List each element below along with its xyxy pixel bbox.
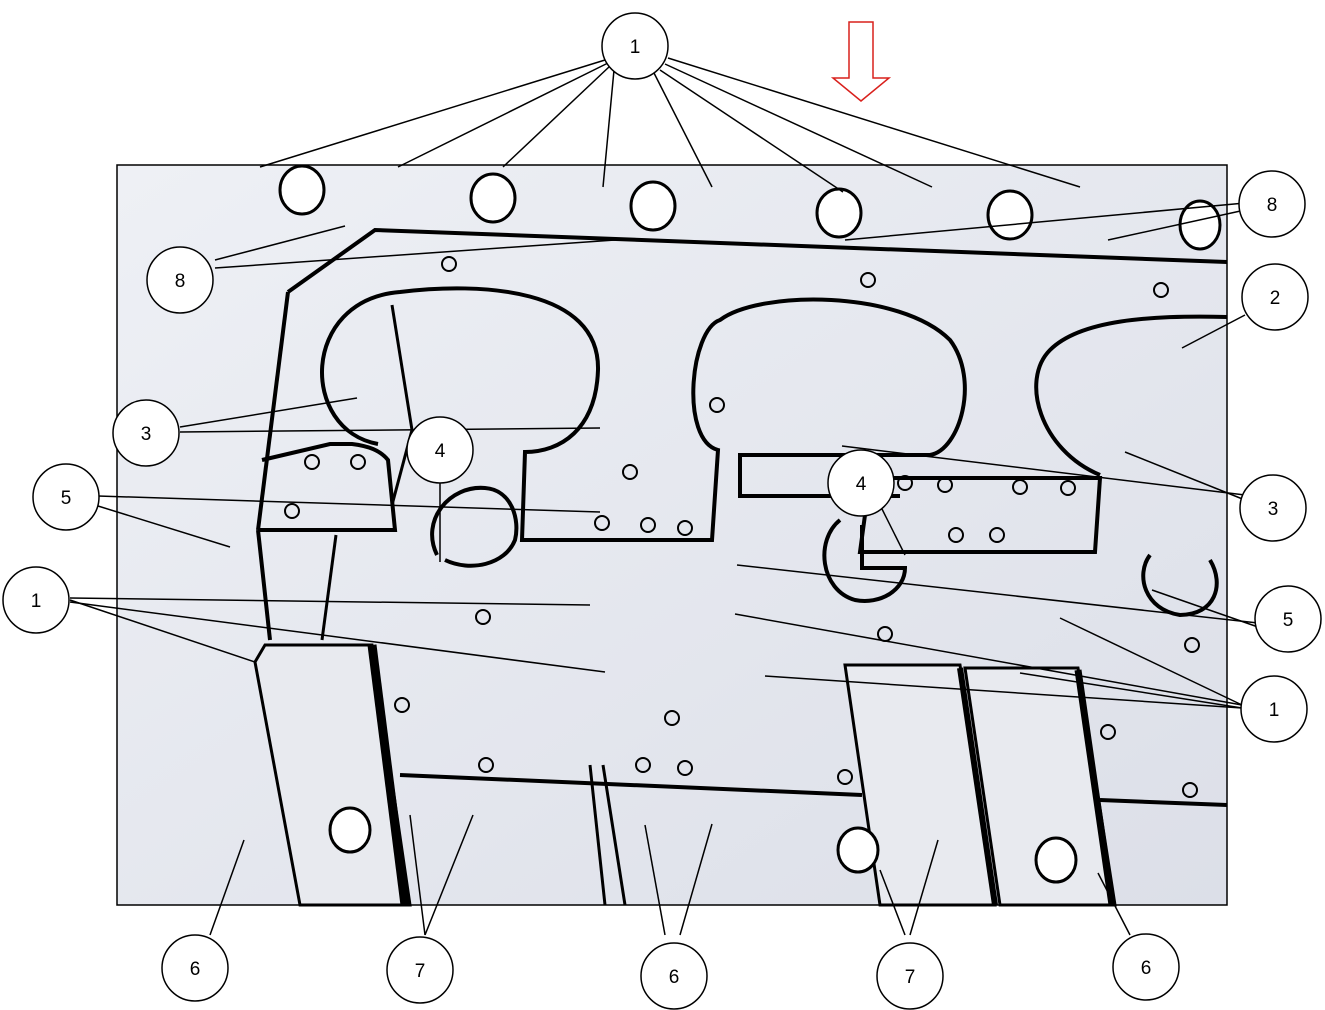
svg-text:5: 5 [61, 488, 72, 509]
vertical-post [256, 529, 272, 641]
callout-7-b: 7 [876, 942, 944, 1010]
svg-text:6: 6 [669, 967, 680, 988]
leader-lines [69, 57, 1259, 936]
center-rod [588, 764, 627, 906]
screw-icons [284, 256, 1200, 798]
knob-icons [278, 164, 1222, 884]
knob-icon [1034, 836, 1078, 884]
callout-1-top: 1 [601, 12, 669, 80]
svg-text:7: 7 [415, 961, 426, 982]
callout-7-a: 7 [386, 936, 454, 1004]
svg-text:3: 3 [141, 424, 152, 445]
callout-3-left: 3 [112, 399, 180, 467]
callout-4-left: 4 [406, 416, 474, 484]
knob-icon [815, 187, 863, 239]
left-plate-edge [256, 291, 290, 531]
callout-2: 2 [1241, 263, 1309, 331]
callout-5-left: 5 [32, 463, 100, 531]
svg-text:6: 6 [190, 959, 201, 980]
callout-8-right: 8 [1238, 170, 1306, 238]
vertical-post-2 [320, 534, 338, 641]
knob-icon [328, 806, 372, 854]
bracket-middle [843, 663, 998, 907]
svg-text:6: 6 [1141, 958, 1152, 979]
callout-4-right: 4 [827, 449, 895, 517]
bracket-left [253, 643, 412, 907]
svg-text:1: 1 [1269, 700, 1280, 721]
callout-1-left: 1 [2, 566, 70, 634]
knob-icon [469, 172, 517, 224]
svg-text:7: 7 [905, 967, 916, 988]
callout-6-c: 6 [1112, 933, 1180, 1001]
svg-text:2: 2 [1270, 288, 1281, 309]
diagonal-strut [390, 304, 414, 431]
callout-8-left: 8 [146, 246, 214, 314]
svg-text:4: 4 [856, 474, 867, 495]
knob-icon [629, 180, 677, 232]
svg-text:1: 1 [630, 37, 641, 58]
svg-text:5: 5 [1283, 610, 1294, 631]
callout-3-right: 3 [1239, 474, 1307, 542]
down-arrow-icon [830, 21, 892, 102]
callout-1-right: 1 [1240, 675, 1308, 743]
svg-text:4: 4 [435, 441, 446, 462]
knob-icon [278, 164, 326, 216]
callout-6-a: 6 [161, 934, 229, 1002]
callout-6-b: 6 [640, 942, 708, 1010]
knob-icon [986, 189, 1034, 241]
plate-cutouts [258, 286, 1228, 618]
top-plate-edge [286, 227, 1228, 294]
callouts: 1 8 8 2 3 3 4 4 5 5 1 1 6 7 6 7 6 [2, 12, 1322, 1010]
svg-text:3: 3 [1268, 499, 1279, 520]
svg-text:1: 1 [31, 591, 42, 612]
callout-5-right: 5 [1254, 585, 1322, 653]
bottom-rail-right [1099, 798, 1228, 807]
bottom-rail [399, 773, 863, 797]
svg-text:8: 8 [1267, 195, 1278, 216]
svg-text:8: 8 [175, 271, 186, 292]
knob-icon [836, 826, 880, 874]
